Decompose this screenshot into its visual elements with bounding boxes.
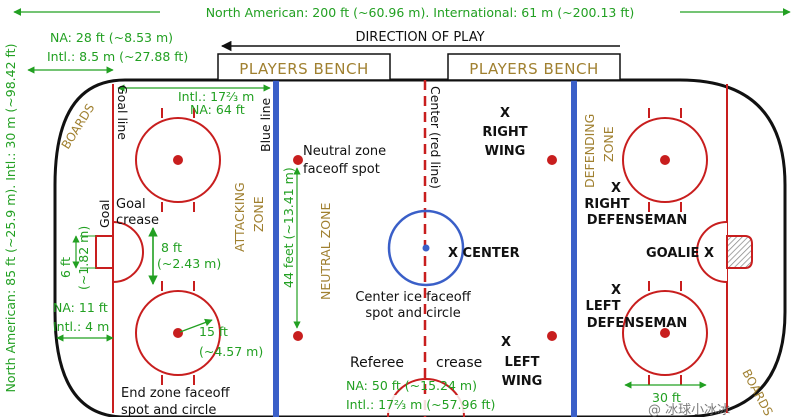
bench-right-label: PLAYERS BENCH bbox=[469, 60, 598, 78]
left-wing-x: X bbox=[501, 335, 511, 350]
left-blue-line bbox=[273, 80, 279, 417]
left-bottom-faceoff-circle bbox=[135, 281, 221, 385]
bench-left-label: PLAYERS BENCH bbox=[239, 60, 368, 78]
na-blue-line-distance: NA: 64 ft bbox=[190, 102, 245, 117]
left-goal-crease bbox=[112, 221, 144, 283]
neutral-spot-label-1: Neutral zone bbox=[303, 144, 386, 159]
neutral-spot-label-2: faceoff spot bbox=[303, 162, 380, 177]
referee-label: Referee bbox=[350, 355, 404, 371]
board-distance-na: NA: 11 ft bbox=[53, 300, 108, 315]
goal-crease-label-2: crease bbox=[116, 213, 159, 228]
right-defenseman-label-2: DEFENSEMAN bbox=[587, 213, 687, 228]
end-zone-label-1: End zone faceoff bbox=[121, 386, 231, 401]
neutral-spot-right-top bbox=[547, 155, 557, 165]
crease-label: crease bbox=[436, 355, 482, 371]
circle-diameter-label: 30 ft bbox=[652, 390, 681, 405]
crease-depth-2: (~2.43 m) bbox=[157, 256, 221, 271]
length-label: North American: 200 ft (~60.96 m). Inter… bbox=[206, 5, 635, 20]
direction-label: DIRECTION OF PLAY bbox=[355, 30, 484, 45]
right-goal-crease bbox=[696, 221, 728, 283]
right-goal-net bbox=[726, 235, 753, 269]
center-position-label: X CENTER bbox=[448, 246, 520, 261]
left-goal-net bbox=[95, 235, 114, 269]
crease-width-2: (~1.82 m) bbox=[76, 226, 91, 290]
right-defenseman-label-1: RIGHT bbox=[584, 197, 629, 212]
right-defenseman-x: X bbox=[611, 181, 621, 196]
center-ice-label-2: spot and circle bbox=[365, 306, 460, 321]
attacking-zone-label-1: ATTACKING bbox=[232, 182, 247, 252]
right-blue-line bbox=[571, 80, 577, 417]
goalie-label: GOALIE X bbox=[646, 246, 714, 261]
goal-crease-label-1: Goal bbox=[116, 197, 146, 212]
center-ice-spot bbox=[422, 244, 430, 252]
defending-zone-label-1: DEFENDING bbox=[582, 114, 597, 188]
neutral-spots-distance: 44 feet (~13.41 m) bbox=[281, 167, 296, 288]
width-label: North American: 85 ft (~25.9 m). Intl.: … bbox=[3, 44, 18, 393]
neutral-spot-left-bottom bbox=[293, 331, 303, 341]
center-ice-label-1: Center ice faceoff bbox=[355, 290, 471, 305]
intl-goal-line-distance: Intl.: 8.5 m (~27.88 ft) bbox=[47, 49, 188, 64]
center-line-label: Center (red line) bbox=[428, 86, 443, 189]
referee-intl: Intl.: 17⅔ m (~57.96 ft) bbox=[346, 397, 495, 412]
neutral-zone-label: NEUTRAL ZONE bbox=[318, 203, 333, 300]
center-ice-circle bbox=[387, 209, 465, 287]
right-wing-label-1: RIGHT bbox=[482, 125, 527, 140]
referee-na: NA: 50 ft (~15.24 m) bbox=[346, 378, 477, 393]
players-bench-left bbox=[217, 53, 391, 81]
attacking-zone-label-2: ZONE bbox=[251, 196, 266, 232]
defending-zone-label-2: ZONE bbox=[601, 126, 616, 162]
right-bottom-faceoff-circle bbox=[622, 281, 708, 385]
crease-depth-1: 8 ft bbox=[161, 240, 182, 255]
left-wing-label-2: WING bbox=[502, 374, 543, 389]
players-bench-right bbox=[447, 53, 621, 81]
crease-width-1: 6 ft bbox=[58, 257, 73, 278]
left-top-faceoff-circle bbox=[135, 108, 221, 212]
right-wing-label-2: WING bbox=[485, 144, 526, 159]
end-zone-label-2: spot and circle bbox=[121, 403, 216, 417]
intl-blue-line-distance: Intl.: 17⅔ m bbox=[178, 89, 254, 104]
right-top-faceoff-circle bbox=[622, 108, 708, 212]
neutral-spot-left-top bbox=[293, 155, 303, 165]
goal-label: Goal bbox=[97, 200, 112, 228]
left-wing-label-1: LEFT bbox=[505, 355, 540, 370]
right-wing-x: X bbox=[500, 106, 510, 121]
goal-line-label: Goal line bbox=[115, 85, 130, 140]
na-goal-line-distance: NA: 28 ft (~8.53 m) bbox=[50, 30, 173, 45]
left-defenseman-label-2: DEFENSEMAN bbox=[587, 316, 687, 331]
watermark-text: @ 冰球小冰冰 bbox=[648, 403, 730, 417]
left-defenseman-x: X bbox=[611, 283, 621, 298]
left-defenseman-label-1: LEFT bbox=[586, 299, 621, 314]
circle-radius-1: 15 ft bbox=[199, 324, 228, 339]
blue-line-label: Blue line bbox=[258, 97, 273, 152]
board-distance-intl: Intl.: 4 m bbox=[53, 319, 109, 334]
circle-radius-arrow bbox=[179, 318, 213, 333]
circle-radius-2: (~4.57 m) bbox=[199, 344, 263, 359]
neutral-spot-right-bottom bbox=[547, 331, 557, 341]
